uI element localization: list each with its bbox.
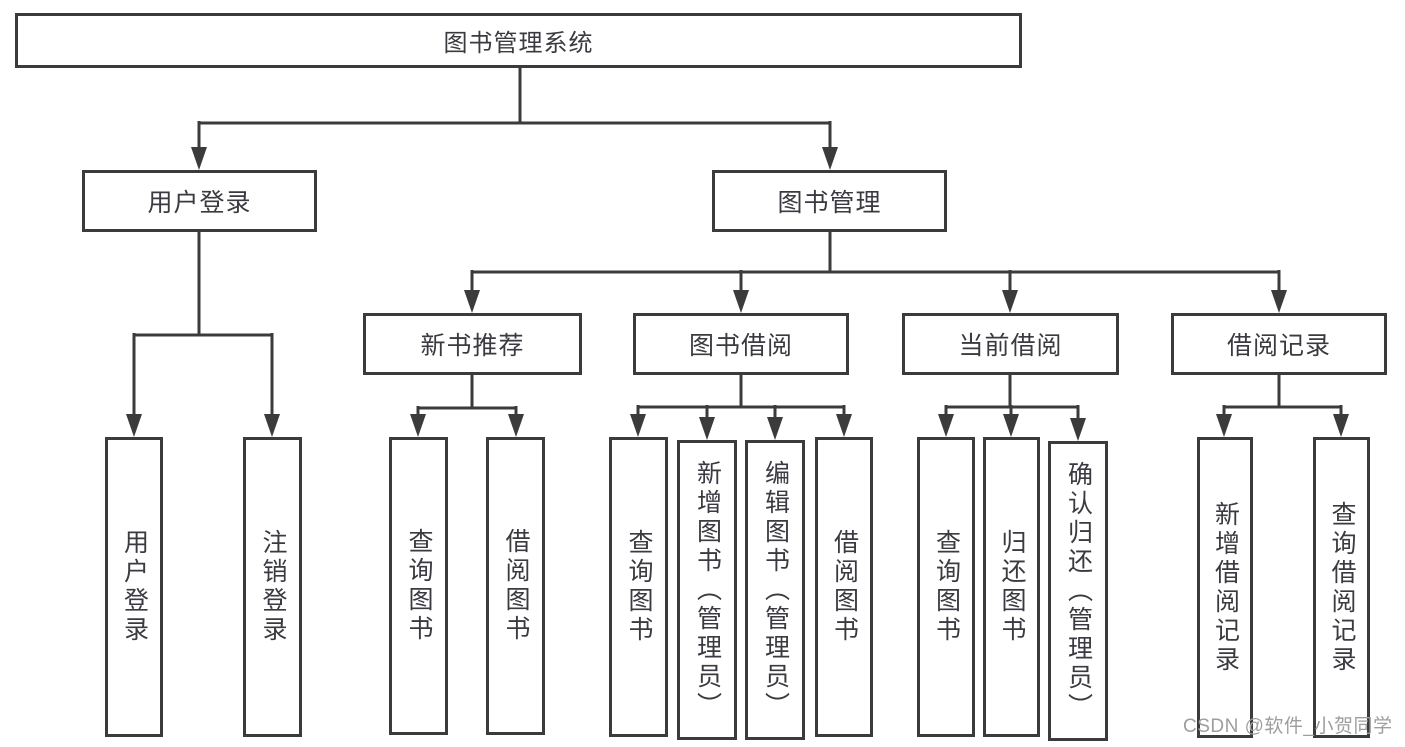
- leaf-user-login: 用户登录: [105, 437, 163, 737]
- node-label: 借阅图书: [830, 529, 859, 645]
- node-library-management-system: 图书管理系统: [15, 13, 1022, 68]
- node-current-borrow: 当前借阅: [902, 313, 1119, 375]
- node-label: 编辑图书（管理员）: [761, 459, 790, 721]
- node-label: 借阅记录: [1226, 332, 1331, 360]
- node-label: 查询图书: [405, 528, 433, 644]
- node-label: 新增借阅记录: [1211, 500, 1240, 675]
- leaf-borrow-books-1: 借阅图书: [486, 437, 545, 735]
- node-label: 注销登录: [259, 529, 287, 645]
- node-label: 图书借阅: [688, 332, 793, 360]
- node-label: 借阅图书: [502, 528, 530, 644]
- node-label: 归还图书: [998, 529, 1026, 645]
- leaf-borrow-books-2: 借阅图书: [815, 437, 873, 737]
- leaf-add-borrow-record: 新增借阅记录: [1197, 437, 1253, 738]
- node-label: 确认归还（管理员）: [1064, 460, 1093, 722]
- node-new-book-recommend: 新书推荐: [363, 313, 582, 375]
- node-label: 查询图书: [625, 529, 653, 645]
- csdn-watermark: CSDN @软件_小贺同学: [1183, 716, 1393, 737]
- leaf-add-book-admin: 新增图书（管理员）: [677, 440, 737, 740]
- leaf-query-books-2: 查询图书: [609, 437, 668, 737]
- node-user-login-group: 用户登录: [82, 170, 317, 232]
- leaf-query-books-3: 查询图书: [917, 437, 975, 737]
- node-label: 查询借阅记录: [1328, 500, 1356, 675]
- node-label: 查询图书: [932, 529, 961, 645]
- node-label: 新增图书（管理员）: [693, 459, 722, 721]
- node-label: 新书推荐: [420, 332, 525, 360]
- leaf-return-book: 归还图书: [983, 437, 1040, 737]
- node-label: 当前借阅: [958, 332, 1063, 360]
- leaf-confirm-return-admin: 确认归还（管理员）: [1048, 441, 1108, 741]
- node-book-management: 图书管理: [712, 170, 947, 232]
- node-book-borrow: 图书借阅: [633, 313, 849, 375]
- node-borrow-records: 借阅记录: [1171, 313, 1387, 375]
- node-label: 用户登录: [120, 529, 149, 645]
- leaf-logout: 注销登录: [243, 437, 302, 737]
- node-label: 用户登录: [147, 189, 252, 217]
- node-label: 图书管理系统: [443, 30, 594, 57]
- arrowheads: [126, 147, 1349, 441]
- leaf-edit-book-admin: 编辑图书（管理员）: [745, 440, 805, 740]
- leaf-query-borrow-record: 查询借阅记录: [1313, 437, 1370, 738]
- leaf-query-books-1: 查询图书: [389, 437, 448, 735]
- node-label: 图书管理: [777, 189, 882, 217]
